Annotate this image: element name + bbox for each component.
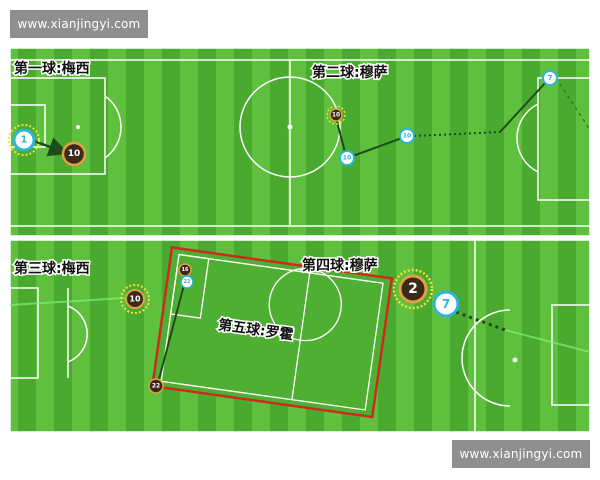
- g4-shot-line: [504, 329, 591, 353]
- svg-text:10: 10: [343, 155, 351, 162]
- g2-dotted-run: [413, 131, 501, 137]
- goal2-label: 第二球:穆萨: [312, 64, 388, 81]
- pitch-top: [9, 47, 591, 237]
- svg-text:7: 7: [548, 74, 553, 82]
- player-marker-g2-c: 10: [399, 128, 415, 144]
- player-marker-g5-a: 16: [178, 263, 192, 277]
- player-marker-g3-a: 10: [120, 284, 150, 314]
- goal1-label: 第一球:梅西: [14, 60, 90, 77]
- g5-pass-line: [157, 284, 185, 384]
- svg-text:10: 10: [68, 149, 81, 159]
- player-marker-g1-a: 1: [8, 124, 40, 156]
- svg-text:22: 22: [152, 383, 160, 390]
- player-marker-g5-c: 22: [148, 378, 164, 394]
- g1-pass-arrow: [33, 137, 69, 157]
- g3-run-line: [9, 297, 126, 306]
- player-marker-g2-a: 10: [326, 105, 346, 125]
- player-marker-g5-b: 22: [180, 275, 194, 289]
- player-marker-g4-b: 7: [432, 290, 460, 318]
- player-marker-g2-d: 7: [542, 70, 558, 86]
- goal4-label: 第四球:穆萨: [302, 257, 378, 274]
- player-marker-g1-b: 10: [61, 141, 87, 167]
- goal3-label: 第三球:梅西: [14, 260, 90, 277]
- svg-text:10: 10: [332, 112, 340, 119]
- g2-pass-line-2: [349, 137, 403, 158]
- goal5-highlight-rect: [151, 246, 394, 419]
- svg-text:2: 2: [408, 281, 418, 297]
- g2-pass-line-3: [499, 81, 547, 133]
- svg-text:10: 10: [403, 133, 411, 140]
- g4-dotted-run: [455, 310, 506, 332]
- player-marker-g4-a: 2: [392, 268, 434, 310]
- svg-text:10: 10: [129, 295, 141, 304]
- svg-text:7: 7: [442, 297, 450, 311]
- svg-text:1: 1: [21, 135, 28, 146]
- watermark-bottom: www.xianjingyi.com: [452, 440, 590, 468]
- goal5-inset: [151, 246, 394, 419]
- g2-shot-line: [559, 83, 591, 131]
- svg-text:16: 16: [182, 267, 189, 273]
- svg-text:22: 22: [184, 279, 191, 285]
- watermark-top: www.xianjingyi.com: [10, 10, 148, 38]
- player-marker-g2-b: 10: [339, 150, 355, 166]
